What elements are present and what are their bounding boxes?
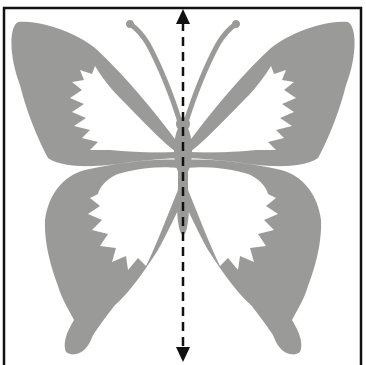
left-antenna-tip xyxy=(126,20,134,28)
